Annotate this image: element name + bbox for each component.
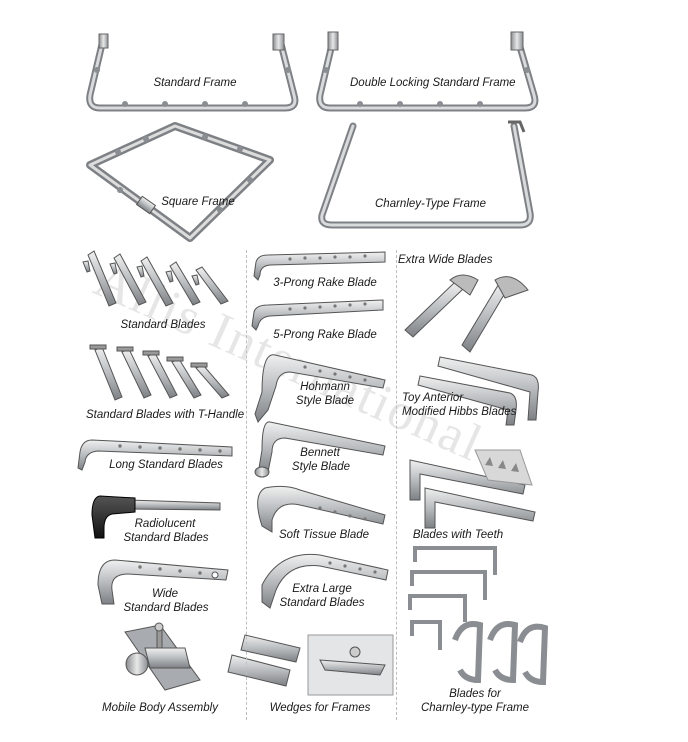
label-t-handle-blades: Standard Blades with T-Handle xyxy=(86,409,245,421)
label-toy-anterior: Toy Anterior xyxy=(402,392,464,404)
label-wide-standard: Standard Blades xyxy=(123,602,209,614)
standard-blades-illustration xyxy=(82,250,229,307)
label-soft-tissue: Soft Tissue Blade xyxy=(278,529,370,541)
extra-large-blade-illustration xyxy=(261,553,389,609)
five-prong-rake-illustration xyxy=(251,299,384,331)
column-divider-left xyxy=(246,250,247,720)
label-bennett: Bennett xyxy=(300,447,340,459)
label-extra-large: Extra Large xyxy=(292,583,352,595)
label-extra-large-standard: Standard Blades xyxy=(279,597,365,609)
label-mobile-body: Mobile Body Assembly xyxy=(102,702,218,714)
bennett-blade-illustration xyxy=(254,421,386,478)
square-frame-illustration xyxy=(86,122,274,242)
long-standard-blade-illustration xyxy=(77,439,233,471)
label-three-prong-rake: 3-Prong Rake Blade xyxy=(273,277,377,289)
label-bennett-style: Style Blade xyxy=(291,461,351,473)
label-charnley-frame: Charnley-Type Frame xyxy=(375,198,486,210)
label-standard-frame: Standard Frame xyxy=(153,77,237,89)
t-handle-blades-illustration xyxy=(89,344,230,401)
label-hohmann-style: Style Blade xyxy=(295,395,355,407)
label-blades-for: Blades for xyxy=(449,688,501,700)
label-wide: Wide xyxy=(151,588,179,600)
label-charnley-type-frame: Charnley-type Frame xyxy=(420,702,529,714)
charnley-frame-illustration xyxy=(318,120,534,229)
three-prong-rake-illustration xyxy=(253,251,386,281)
label-extra-wide: Extra Wide Blades xyxy=(398,254,493,266)
label-hohmann: Hohmann xyxy=(300,381,350,393)
standard-frame-illustration xyxy=(86,33,299,112)
charnley-blades-illustration xyxy=(408,546,549,686)
label-wedges: Wedges for Frames xyxy=(269,702,371,714)
extra-wide-blades-illustration xyxy=(404,274,529,353)
column-divider-right xyxy=(396,250,397,720)
toy-anterior-blades-illustration xyxy=(417,356,539,426)
soft-tissue-blade-illustration xyxy=(257,485,386,533)
label-long-standard-blades: Long Standard Blades xyxy=(109,459,223,471)
label-double-locking-frame: Double Locking Standard Frame xyxy=(350,77,516,89)
wide-blade-illustration xyxy=(97,559,229,605)
label-modified-hibbs: Modified Hibbs Blades xyxy=(402,406,517,418)
double-locking-frame-illustration xyxy=(316,31,539,112)
label-radiolucent-standard: Standard Blades xyxy=(123,532,209,544)
radiolucent-blade-illustration xyxy=(91,495,221,539)
label-square-frame: Square Frame xyxy=(161,196,235,208)
label-five-prong-rake: 5-Prong Rake Blade xyxy=(273,329,377,341)
hohmann-blade-illustration xyxy=(254,354,386,423)
label-standard-blades: Standard Blades xyxy=(120,319,206,331)
mobile-body-illustration xyxy=(124,622,201,691)
teeth-blades-illustration xyxy=(409,449,536,529)
label-radiolucent: Radiolucent xyxy=(134,518,196,530)
label-blades-with-teeth: Blades with Teeth xyxy=(412,529,504,541)
wedges-illustration xyxy=(227,634,394,696)
